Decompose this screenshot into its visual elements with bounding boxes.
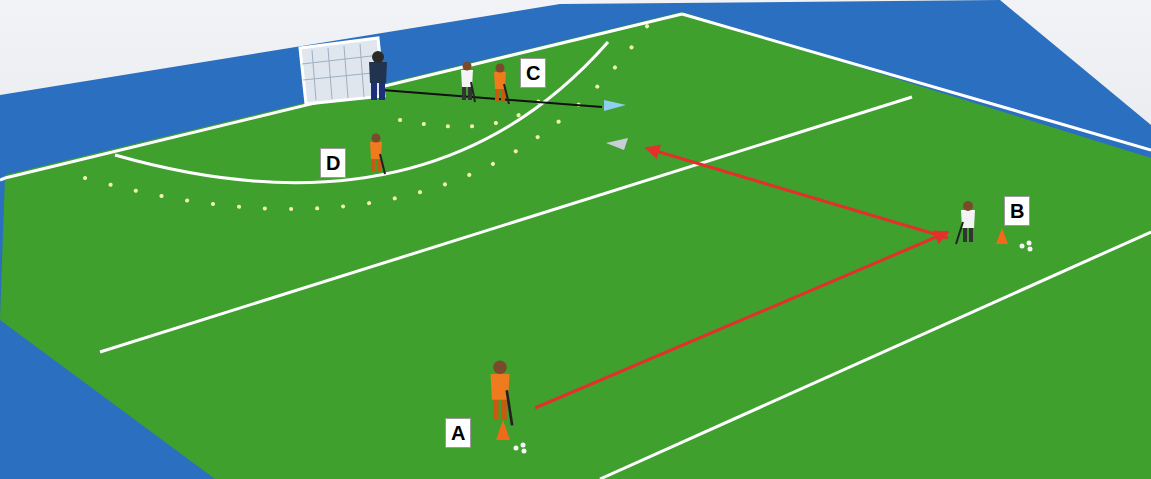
pitch-turf xyxy=(0,12,1151,479)
shot-line xyxy=(382,90,602,107)
center-line xyxy=(600,232,1151,479)
balls xyxy=(1020,241,1033,252)
side-line xyxy=(682,14,1151,150)
player-figure xyxy=(370,134,385,175)
pitch-lines xyxy=(0,14,1151,479)
player-label: A xyxy=(445,418,471,448)
target-cone xyxy=(604,100,626,111)
player-label: B xyxy=(1004,196,1030,226)
player-figure xyxy=(956,201,975,244)
dotted-circle xyxy=(85,22,650,209)
player-figure xyxy=(491,361,513,426)
goalkeeper xyxy=(369,51,387,100)
balls xyxy=(514,443,527,454)
player-marker: D xyxy=(316,140,388,185)
player-marker: C xyxy=(460,52,548,102)
penalty-spots xyxy=(400,100,540,127)
receive-cone xyxy=(606,138,628,150)
pass-arrow xyxy=(535,232,948,408)
cone xyxy=(496,420,510,440)
cone xyxy=(996,228,1008,244)
quarter-line xyxy=(100,97,912,352)
goal-line xyxy=(5,14,682,178)
side-line-left xyxy=(0,178,5,180)
player-marker: B xyxy=(948,190,1035,250)
player-marker: A xyxy=(440,358,535,453)
player-label: C xyxy=(520,58,546,88)
player-figure xyxy=(494,64,509,105)
defender-figure xyxy=(461,62,475,103)
shooting-circle xyxy=(115,42,608,183)
player-label: D xyxy=(320,148,346,178)
pass-arrow xyxy=(646,148,948,238)
